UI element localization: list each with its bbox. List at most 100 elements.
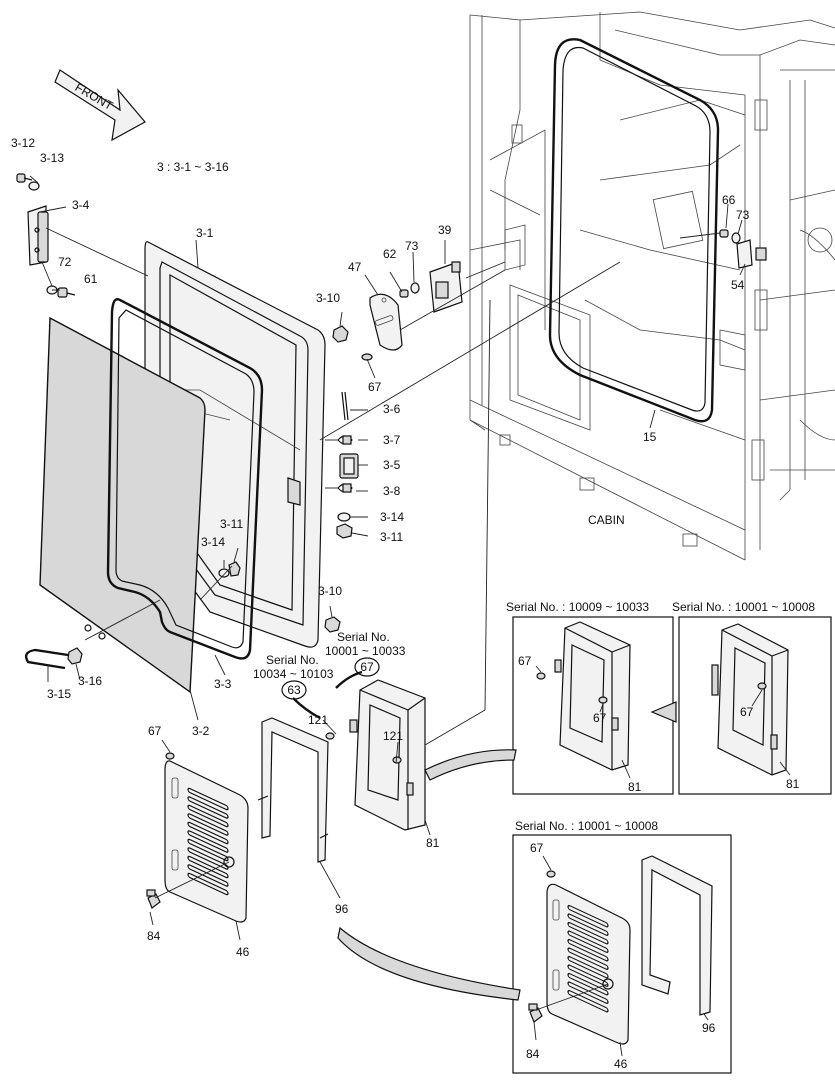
vent-louver	[187, 838, 229, 862]
screw-121-b	[392, 756, 402, 764]
spring-3-7	[337, 435, 353, 445]
washer-3-13	[28, 181, 40, 191]
vent-louver	[567, 913, 609, 936]
inset-c-label-67: 67	[530, 841, 544, 855]
spring-3-8	[337, 483, 353, 493]
cabin-frame	[469, 11, 835, 561]
serial-upper-range: 10001 ~ 10033	[325, 644, 406, 658]
label-54: 54	[731, 278, 745, 292]
nut-3-11-right	[336, 523, 353, 539]
vent-louver	[187, 796, 229, 819]
circle-63	[281, 680, 307, 700]
label-3-1: 3-1	[196, 226, 214, 240]
label-121-b: 121	[383, 729, 403, 743]
knob-84-main	[146, 889, 161, 909]
screw-67-main	[165, 752, 175, 760]
glass-hole-a	[84, 624, 92, 632]
vent-louver	[187, 864, 229, 887]
circled-63: 63	[287, 683, 301, 697]
inset-c-label-46: 46	[614, 1057, 628, 1071]
circle-67	[354, 657, 380, 677]
label-47: 47	[348, 260, 362, 274]
vent-louver	[567, 972, 609, 996]
inset-c-cover-46	[528, 870, 631, 1045]
label-3-12: 3-12	[11, 136, 35, 150]
vent-louver	[187, 847, 229, 870]
vent-louver	[187, 821, 229, 845]
label-3-14-right: 3-14	[380, 510, 404, 524]
vent-louver	[567, 981, 609, 1004]
inset-b-label-81: 81	[786, 777, 800, 791]
label-3-11-right: 3-11	[380, 530, 403, 544]
vent-louver	[187, 830, 229, 853]
washer-73-b	[731, 232, 741, 244]
label-3-13: 3-13	[40, 151, 64, 165]
inset-b-label-67: 67	[740, 705, 754, 719]
vent-louver	[567, 964, 609, 987]
lock-cover-47	[369, 293, 403, 351]
label-61: 61	[84, 272, 98, 286]
vent-louver	[567, 904, 609, 928]
inset-c-serial: Serial No. : 10001 ~ 10008	[515, 819, 658, 833]
serial-lower-title: Serial No.	[266, 653, 319, 667]
inset-c-label-84: 84	[526, 1047, 540, 1061]
vent-louver	[187, 787, 229, 811]
inset-b-serial: Serial No. : 10001 ~ 10008	[672, 600, 815, 614]
inset-a-serial: Serial No. : 10009 ~ 10033	[506, 600, 649, 614]
leader-lines	[29, 175, 791, 1057]
bolt-66	[719, 229, 729, 238]
label-72: 72	[58, 255, 72, 269]
vent-louver	[187, 872, 229, 896]
label-3-5: 3-5	[383, 458, 401, 472]
glass-seal-3-3	[106, 298, 264, 660]
inset-b-box-81	[711, 623, 789, 776]
vent-louver	[567, 947, 609, 970]
door-glass-3-2	[39, 316, 206, 694]
door-seal-15	[548, 38, 720, 423]
label-67-cover: 67	[148, 724, 162, 738]
serial-upper-title: Serial No.	[337, 630, 390, 644]
vent-louver	[567, 955, 609, 979]
serial-lower-range: 10034 ~ 10103	[253, 667, 334, 681]
inset-c-label-96: 96	[702, 1021, 716, 1035]
inset-c-gasket-96	[641, 855, 713, 1016]
pointer-67	[335, 670, 363, 689]
u-bolt-3-15	[24, 648, 69, 670]
label-3-16: 3-16	[78, 674, 102, 688]
label-15: 15	[643, 430, 657, 444]
label-39: 39	[438, 223, 452, 237]
label-46-main: 46	[236, 945, 250, 959]
bracket-54	[736, 239, 767, 269]
label-3-4: 3-4	[72, 198, 90, 212]
washer-3-14-right	[337, 512, 351, 522]
striker-39	[429, 261, 463, 313]
label-3-14-left: 3-14	[201, 535, 225, 549]
pointer-arrow-main-to-inset-a	[424, 749, 517, 781]
label-121-a: 121	[308, 713, 328, 727]
inset-b-pointer-arrow	[650, 701, 677, 723]
nut-3-10-bottom	[324, 616, 341, 633]
label-3-10-bottom: 3-10	[318, 584, 342, 598]
vent-louver	[187, 804, 229, 828]
vent-louver	[567, 930, 609, 953]
inset-a-label-81: 81	[628, 780, 642, 794]
hinge-3-4	[27, 205, 49, 266]
glass-hole-b	[98, 632, 106, 640]
label-96-main: 96	[335, 902, 349, 916]
part-labels: 3-12 3-13 3-4 72 61 3-1 3-10 3-6 3-7 3-5…	[11, 136, 815, 1071]
label-3-10-top: 3-10	[316, 291, 340, 305]
pin-3-6	[341, 391, 349, 421]
label-73-b: 73	[736, 208, 750, 222]
bolt-61	[57, 287, 76, 298]
label-3-6: 3-6	[383, 402, 401, 416]
label-3-8: 3-8	[383, 484, 401, 498]
cabin-label: CABIN	[588, 513, 625, 527]
inset-a-label-67b: 67	[593, 711, 607, 725]
inset-a-box-81	[536, 621, 631, 771]
pointer-63	[292, 697, 321, 720]
cover-46-main	[164, 760, 249, 923]
nut-3-10-top	[332, 325, 349, 343]
washer-73-a	[410, 282, 420, 294]
label-3-7: 3-7	[383, 433, 401, 447]
screw-121-a	[325, 732, 335, 740]
